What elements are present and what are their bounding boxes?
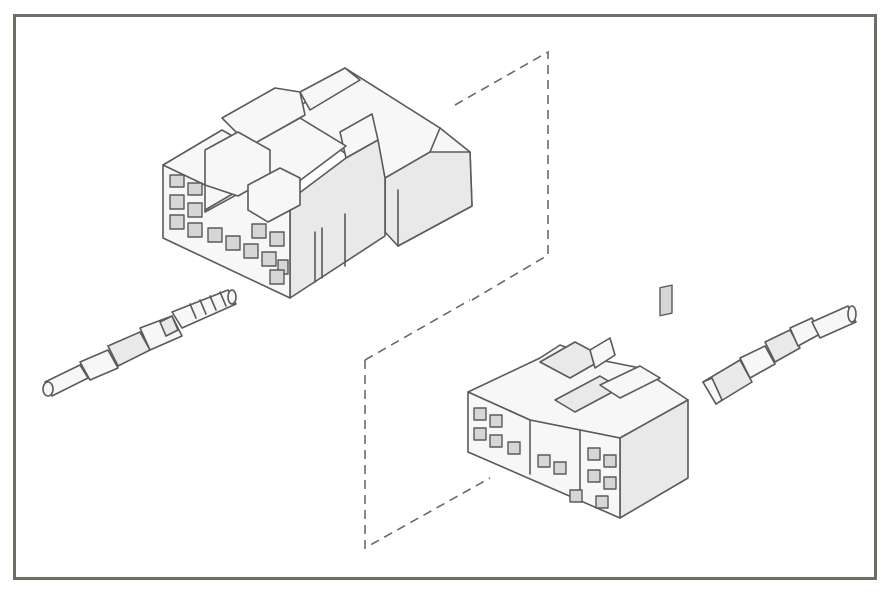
female-connector-housing: [467, 284, 689, 519]
male-terminal-pin: [42, 289, 237, 397]
female-terminal: [702, 305, 857, 405]
male-cavity-grid: [169, 174, 289, 285]
male-connector-housing: [162, 67, 473, 299]
mating-guide-lines: [364, 50, 549, 550]
female-cavity-grid: [473, 407, 617, 509]
diagram-frame: [13, 14, 877, 580]
